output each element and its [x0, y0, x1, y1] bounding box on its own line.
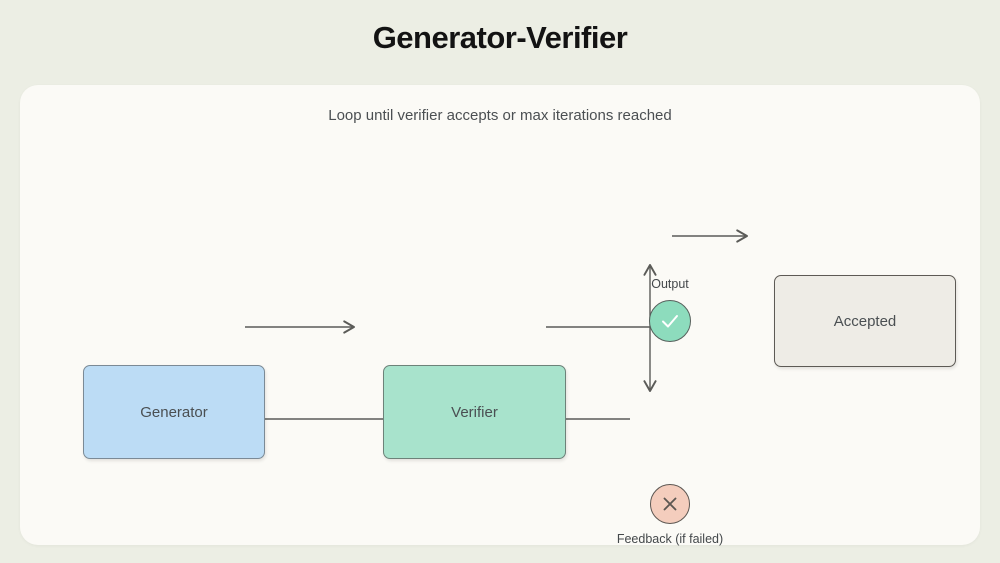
feedback-caption: Feedback (if failed)	[616, 532, 724, 546]
node-accepted-label: Accepted	[833, 312, 897, 330]
cross-icon	[663, 497, 677, 511]
output-status-node[interactable]	[649, 300, 691, 342]
diagram-card: Loop until verifier accepts or max itera…	[20, 85, 980, 546]
node-generator[interactable]: Generator	[83, 365, 265, 459]
output-caption: Output	[651, 277, 689, 291]
check-icon	[662, 315, 678, 328]
node-verifier[interactable]: Verifier	[383, 365, 566, 459]
feedback-status-node[interactable]	[650, 484, 690, 524]
node-verifier-label: Verifier	[451, 403, 498, 421]
node-generator-label: Generator	[140, 403, 208, 421]
page-title: Generator-Verifier	[372, 20, 628, 55]
diagram-subtitle: Loop until verifier accepts or max itera…	[328, 107, 672, 124]
node-accepted[interactable]: Accepted	[774, 275, 956, 367]
